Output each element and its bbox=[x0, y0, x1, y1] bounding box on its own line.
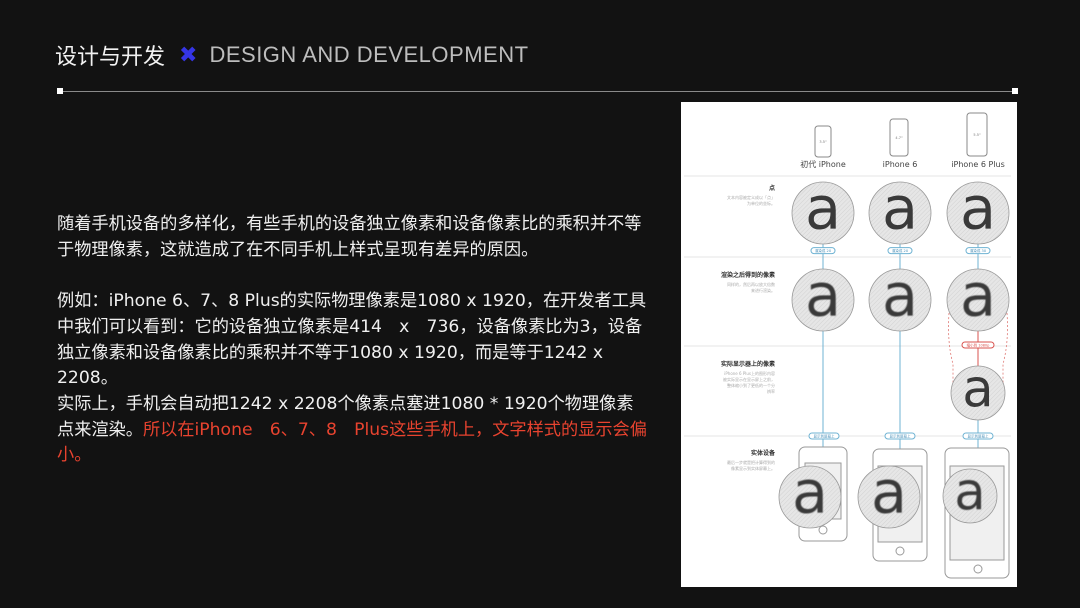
circle-shape bbox=[857, 465, 921, 529]
row-desc: 同样的，然后再以放大倍数 bbox=[727, 281, 775, 287]
badge-display: 显示到屏幕上 bbox=[884, 432, 916, 440]
page-title: 设计与开发 ✖ DESIGN AND DEVELOPMENT bbox=[55, 40, 529, 70]
downsample-bracket bbox=[948, 312, 1008, 392]
glyph-letter: a bbox=[882, 261, 918, 330]
svg-text:渲染成 3X: 渲染成 3X bbox=[970, 248, 987, 253]
device-label: 初代 iPhone bbox=[800, 159, 846, 169]
diagram-svg: 3.5" 4.7" 5.5" 初代 iPhone iPhone 6 iPhone… bbox=[684, 112, 1011, 579]
device-label: iPhone 6 bbox=[883, 160, 918, 169]
phone-icon-6plus bbox=[966, 112, 988, 157]
glyph-letter: a bbox=[792, 458, 828, 527]
divider-start-marker bbox=[57, 88, 63, 94]
badge-render: 渲染成 2X bbox=[887, 247, 913, 255]
divider bbox=[60, 91, 1016, 92]
conclusion-text: 实际上，手机会自动把1242 x 2208个像素点塞进1080 * 1920个物… bbox=[57, 393, 634, 440]
circle-shape bbox=[942, 468, 998, 524]
svg-text:显示到屏幕上: 显示到屏幕上 bbox=[814, 434, 835, 439]
row-title: 点 bbox=[769, 184, 775, 192]
badge-display: 显示到屏幕上 bbox=[808, 432, 840, 440]
device-label: iPhone 6 Plus bbox=[951, 160, 1004, 169]
x-icon: ✖ bbox=[179, 42, 198, 68]
row-title: 实际显示器上的像素 bbox=[721, 360, 775, 368]
row-title: 渲染之后得到的像素 bbox=[721, 271, 775, 279]
pixel-rendering-diagram: 3.5" 4.7" 5.5" 初代 iPhone iPhone 6 iPhone… bbox=[681, 102, 1017, 587]
row-title: 实体设备 bbox=[751, 449, 776, 457]
row-desc: 整体缩小到了更低的一个分 bbox=[727, 382, 775, 388]
glyph-circle: a bbox=[791, 174, 855, 245]
circle-shape bbox=[778, 465, 842, 529]
badge-display: 显示到屏幕上 bbox=[962, 432, 994, 440]
row-desc: 为单位的坐标。 bbox=[747, 200, 775, 206]
glyph-letter: a bbox=[805, 261, 841, 330]
glyph-circle: a bbox=[778, 458, 842, 529]
badge-render: 渲染成 3X bbox=[965, 247, 991, 255]
glyph-letter: a bbox=[960, 261, 996, 330]
conclusion-highlight: 所以在iPhone 6、7、8 Plus这些手机上，文字样式的显示会偏小。 bbox=[57, 419, 647, 466]
phone-icon-6 bbox=[889, 118, 909, 157]
row-desc: 来进行渲染。 bbox=[751, 287, 775, 293]
glyph-letter: a bbox=[954, 463, 985, 523]
badge-render: 渲染成 2X bbox=[810, 247, 836, 255]
glyph-letter: a bbox=[882, 174, 918, 243]
body-text: 随着手机设备的多样化，有些手机的设备独立像素和设备像素比的乘积并不等于物理像素，… bbox=[57, 212, 647, 469]
row-desc: iPhone 6 Plus上的图形内容 bbox=[724, 370, 775, 376]
row-desc: 辨率 bbox=[767, 388, 775, 394]
phone-icon-original bbox=[814, 125, 832, 158]
size-label: 3.5" bbox=[819, 140, 827, 144]
paragraph-intro: 随着手机设备的多样化，有些手机的设备独立像素和设备像素比的乘积并不等于物理像素，… bbox=[57, 214, 642, 260]
glyph-circle: a bbox=[946, 174, 1010, 245]
glyph-circle: a bbox=[942, 463, 998, 524]
title-chinese: 设计与开发 bbox=[55, 45, 166, 70]
size-label: 4.7" bbox=[895, 136, 903, 140]
glyph-circle: a bbox=[868, 174, 932, 245]
circle-shape bbox=[791, 181, 855, 245]
row-desc: 文本内容被定义成以「点」 bbox=[727, 194, 775, 200]
size-label: 5.5" bbox=[973, 133, 981, 137]
circle-shape bbox=[791, 268, 855, 332]
badge-downsample: 缩小到 1080p bbox=[961, 341, 995, 349]
glyph-circle: a bbox=[950, 360, 1006, 421]
svg-text:渲染成 2X: 渲染成 2X bbox=[892, 248, 909, 253]
paragraph-example: 例如：iPhone 6、7、8 Plus的实际物理像素是1080 x 1920，… bbox=[57, 291, 647, 389]
row-desc: 被实际显示在显示屏上之前， bbox=[723, 376, 775, 382]
svg-text:缩小到 1080p: 缩小到 1080p bbox=[967, 343, 991, 348]
glyph-circle: a bbox=[868, 261, 932, 332]
row-separators bbox=[684, 175, 1011, 437]
svg-text:显示到屏幕上: 显示到屏幕上 bbox=[890, 434, 911, 439]
paragraph-conclusion: 实际上，手机会自动把1242 x 2208个像素点塞进1080 * 1920个物… bbox=[57, 392, 647, 469]
row-desc: 最后一步就是把计算得到的 bbox=[727, 459, 775, 465]
circle-shape bbox=[946, 181, 1010, 245]
circle-shape bbox=[868, 181, 932, 245]
glyph-letter: a bbox=[960, 174, 996, 243]
svg-text:显示到屏幕上: 显示到屏幕上 bbox=[968, 434, 989, 439]
glyph-circle: a bbox=[946, 261, 1010, 332]
circle-shape bbox=[950, 365, 1006, 421]
glyph-circle: a bbox=[857, 458, 921, 529]
divider-end-marker bbox=[1012, 88, 1018, 94]
circle-shape bbox=[868, 268, 932, 332]
title-english: DESIGN AND DEVELOPMENT bbox=[209, 42, 529, 67]
row-desc: 像素显示到实体屏幕上。 bbox=[731, 465, 775, 471]
glyph-letter: a bbox=[962, 360, 993, 420]
glyph-circle: a bbox=[791, 261, 855, 332]
svg-text:渲染成 2X: 渲染成 2X bbox=[815, 248, 832, 253]
circle-shape bbox=[946, 268, 1010, 332]
glyph-letter: a bbox=[871, 458, 907, 527]
glyph-letter: a bbox=[805, 174, 841, 243]
